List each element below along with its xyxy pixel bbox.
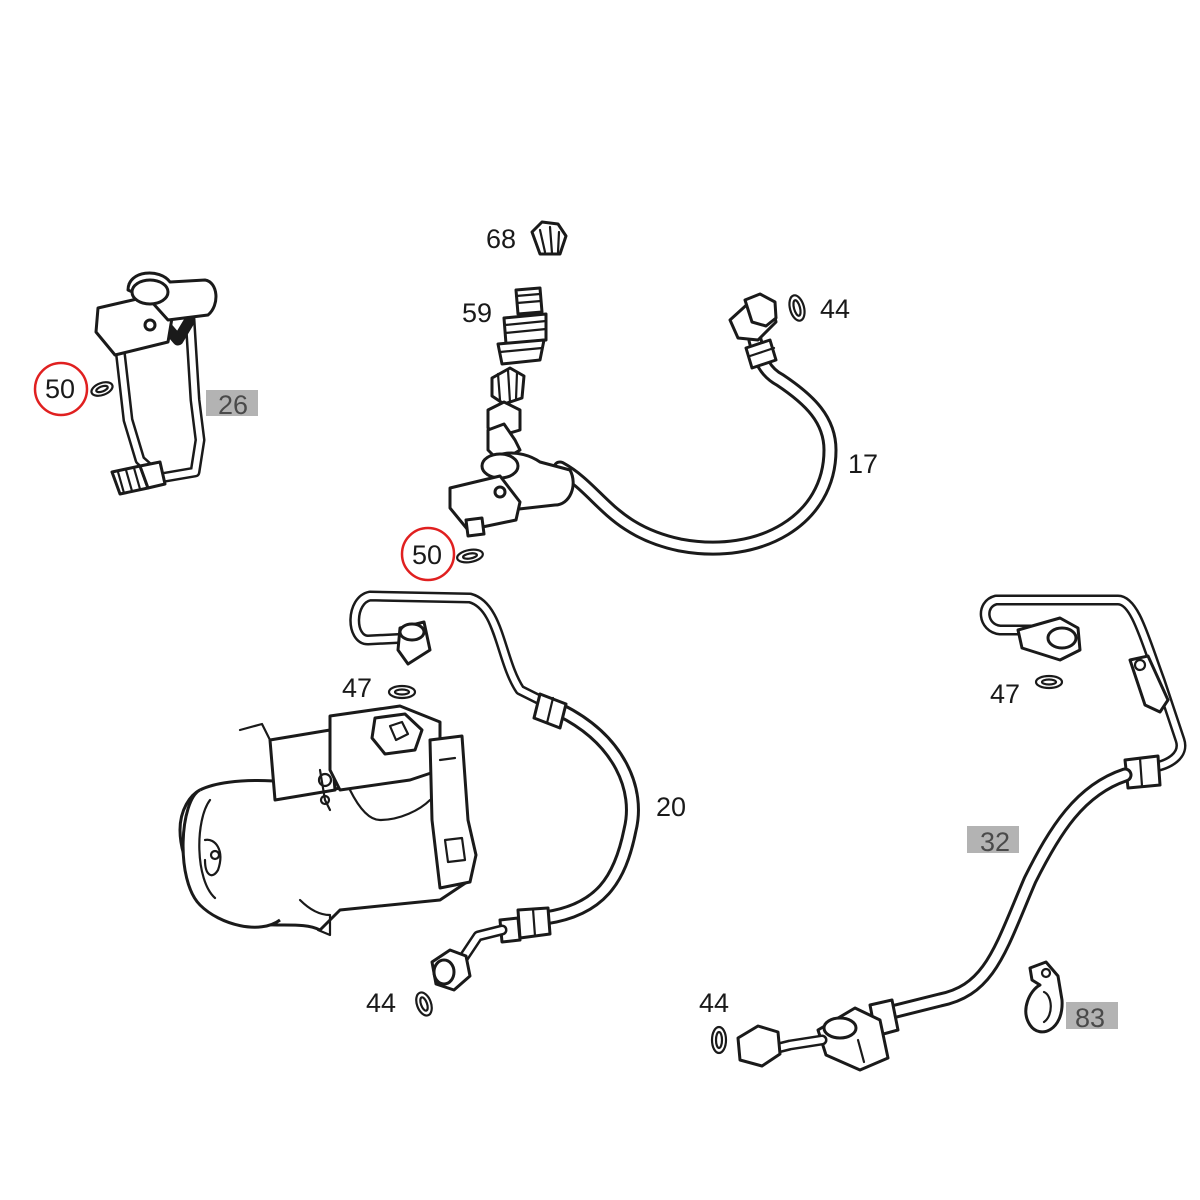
label-50-center: 50 xyxy=(412,540,442,570)
highlight-box-26 xyxy=(206,390,258,416)
label-17: 17 xyxy=(848,449,878,479)
hose-20 xyxy=(349,590,640,992)
label-32: 32 xyxy=(980,827,1010,857)
clamp-83 xyxy=(1024,960,1064,1034)
label-44-bottom: 44 xyxy=(366,988,396,1018)
label-47-right: 47 xyxy=(990,679,1020,709)
highlight-box-83 xyxy=(1066,1002,1118,1029)
o-ring-47-right xyxy=(1034,674,1064,690)
o-ring-44-top xyxy=(788,294,806,322)
highlight-box-32 xyxy=(967,826,1019,853)
label-44-top: 44 xyxy=(820,294,850,324)
label-83: 83 xyxy=(1075,1003,1105,1033)
label-59: 59 xyxy=(462,298,492,328)
label-68: 68 xyxy=(486,224,516,254)
o-ring-44-bottom xyxy=(415,991,433,1017)
o-ring-50-left xyxy=(90,381,114,397)
hose-17 xyxy=(448,292,838,556)
highlight-circle-50-center xyxy=(400,526,456,582)
o-ring-50-center xyxy=(456,548,484,564)
o-ring-47-center xyxy=(387,684,417,700)
label-26: 26 xyxy=(218,390,248,420)
cap-68 xyxy=(530,220,568,256)
o-ring-44-right xyxy=(710,1025,728,1055)
pipe-26 xyxy=(94,271,218,496)
label-44-right: 44 xyxy=(699,988,729,1018)
highlight-circle-50-left xyxy=(33,361,89,417)
label-47-center: 47 xyxy=(342,673,372,703)
pipe-32 xyxy=(736,594,1187,1072)
valve-59 xyxy=(496,286,548,366)
ac-compressor xyxy=(178,704,478,937)
label-50-left: 50 xyxy=(45,374,75,404)
label-20: 20 xyxy=(656,792,686,822)
